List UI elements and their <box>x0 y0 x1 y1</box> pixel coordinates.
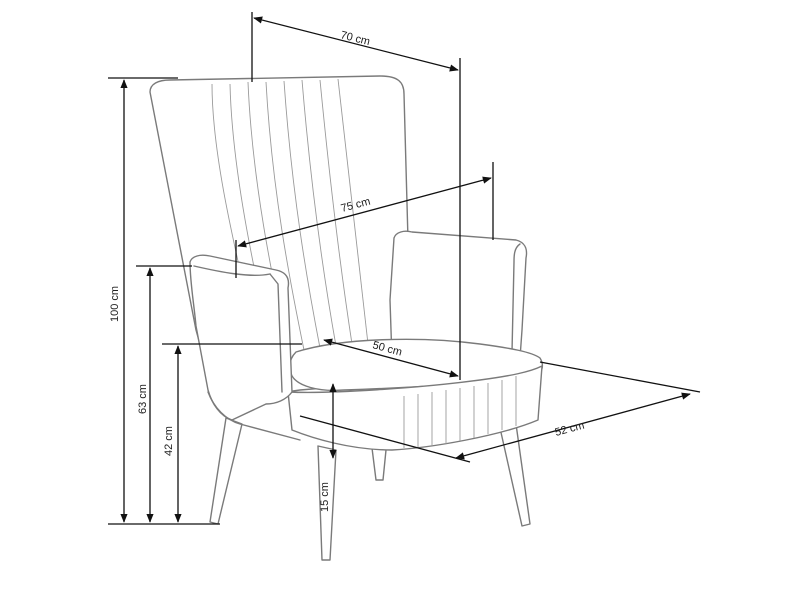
armrest-left <box>189 254 293 421</box>
armrest-left-front <box>269 273 283 393</box>
label-height-armrest: 63 cm <box>137 384 149 414</box>
label-seat-width: 52 cm <box>554 420 586 439</box>
armchair-drawing <box>149 75 544 561</box>
label-leg-height: 15 cm <box>319 482 331 512</box>
dimension-width-top <box>253 16 459 72</box>
dimension-seat-depth <box>323 338 459 378</box>
dimension-lines: 70 cm 75 cm 100 cm 63 cm 42 cm 50 cm 52 … <box>108 12 701 525</box>
extension-line <box>299 415 471 463</box>
dimension-depth-overall <box>237 176 492 248</box>
label-height-seat: 42 cm <box>163 426 175 456</box>
extension-line <box>539 361 701 393</box>
leg-front-left <box>209 417 243 525</box>
label-height-total: 100 cm <box>109 286 121 322</box>
armrest-left-top <box>193 265 271 276</box>
armrest-right-panel <box>511 243 521 353</box>
side-panel-left <box>207 391 301 441</box>
leg-back-center <box>371 447 387 481</box>
dimension-seat-width <box>455 392 691 460</box>
label-width-top: 70 cm <box>339 29 371 48</box>
